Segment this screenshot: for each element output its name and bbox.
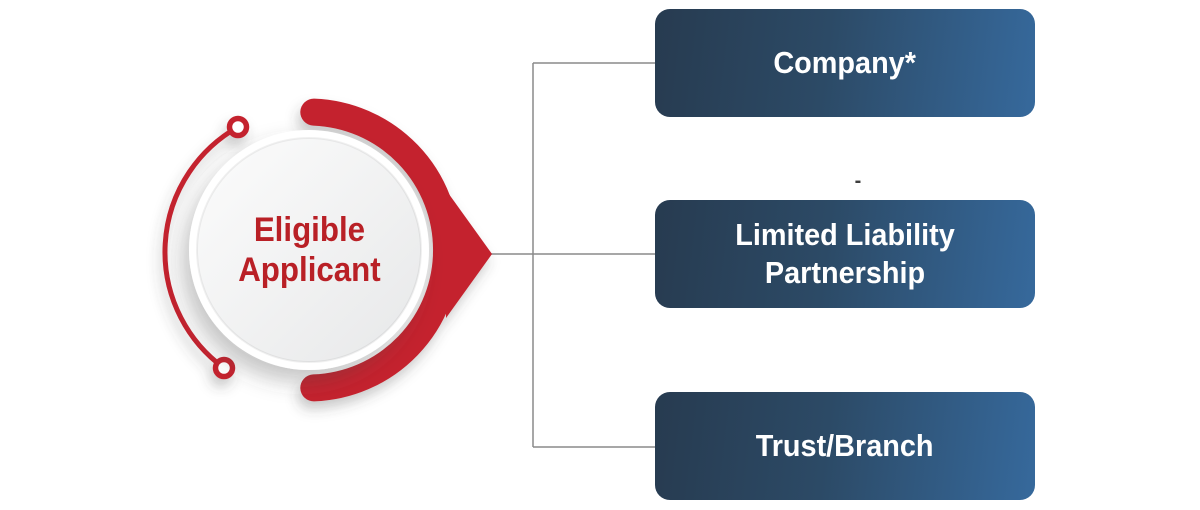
- red-ornament: [162, 98, 492, 402]
- branch-label-trust-branch: Trust/Branch: [756, 428, 934, 463]
- branch-label-company: Company*: [773, 45, 917, 80]
- branch-box-llp: Limited Liability Partnership: [655, 200, 1035, 308]
- connector-lines: [486, 62, 655, 448]
- stray-dash-mark: -: [854, 170, 862, 192]
- branch-box-company: Company*: [655, 9, 1035, 117]
- arrow-right-icon: [446, 190, 492, 318]
- thin-red-arc: [162, 124, 240, 371]
- branch-label-llp: Limited Liability Partnership: [735, 217, 955, 290]
- ring-dot-top-icon: [226, 115, 250, 139]
- center-circle-face: [196, 137, 422, 363]
- branch-box-trust-branch: Trust/Branch: [655, 392, 1035, 500]
- center-circle: [189, 130, 429, 370]
- ring-dot-bottom-icon: [212, 356, 236, 380]
